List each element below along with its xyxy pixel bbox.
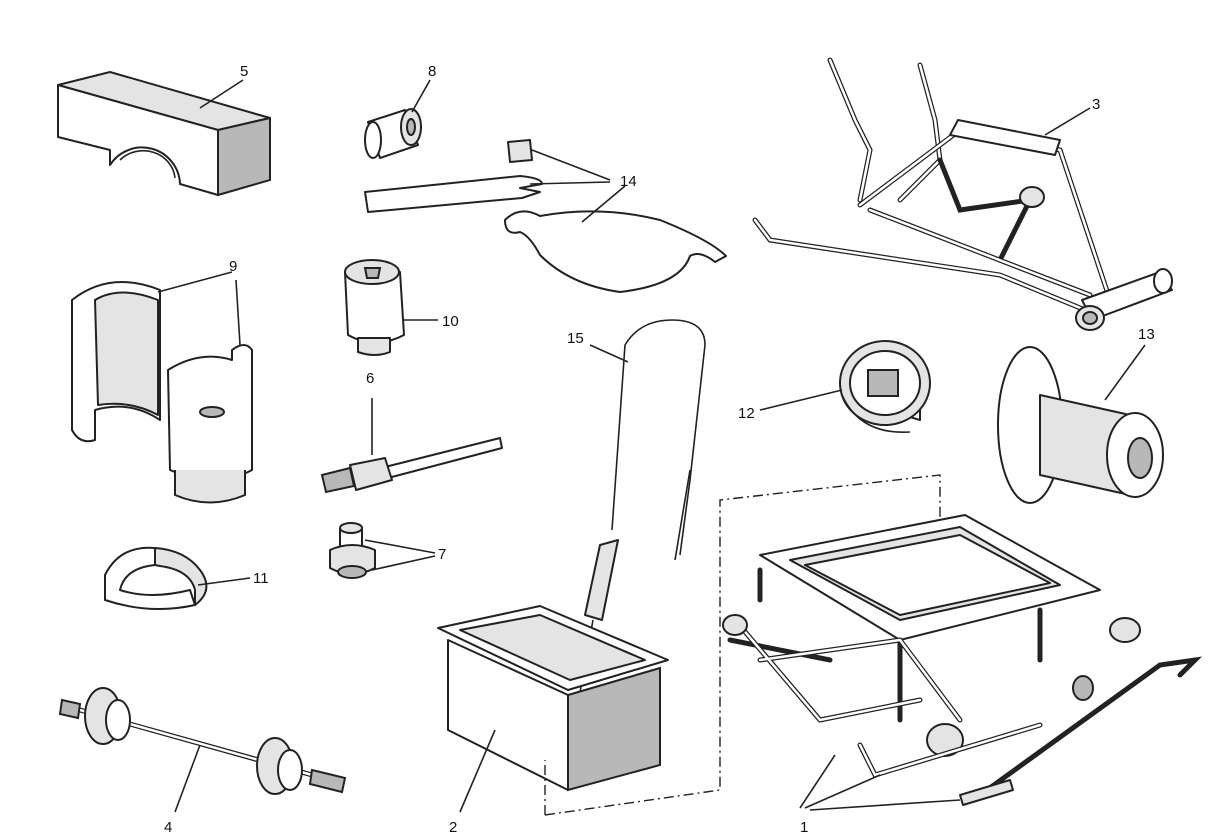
- callout-15: 15: [567, 330, 584, 347]
- callout-12: 12: [738, 405, 755, 422]
- callout-4: 4: [164, 819, 172, 836]
- part-11-ring: [104, 546, 251, 610]
- part-6-shaft: [320, 398, 503, 494]
- callout-3: 3: [1092, 96, 1100, 113]
- part-5-block: [57, 71, 271, 197]
- callout-2: 2: [449, 819, 457, 836]
- part-7-plug: [329, 522, 436, 579]
- callout-10: 10: [442, 313, 459, 330]
- part-8-sleeve: [364, 79, 431, 159]
- part-12-socket: [759, 340, 931, 433]
- callout-14: 14: [620, 173, 637, 190]
- callout-9: 9: [229, 258, 237, 275]
- part-1-lift: [722, 514, 1203, 811]
- part-4-axle-tool: [58, 687, 347, 813]
- callout-11: 11: [253, 570, 269, 587]
- callout-13: 13: [1138, 326, 1155, 343]
- part-13-flanged-sleeve: [997, 344, 1164, 504]
- part-2-tray: [437, 605, 669, 813]
- part-14-spanner-set: [364, 139, 727, 293]
- callout-6: 6: [366, 370, 374, 387]
- part-10-socket: [344, 259, 438, 356]
- callout-1: 1: [800, 819, 808, 836]
- callout-5: 5: [240, 63, 248, 80]
- part-3-stand: [752, 57, 1173, 331]
- callout-8: 8: [428, 63, 436, 80]
- group-outline: [544, 474, 941, 816]
- callout-7: 7: [438, 546, 446, 563]
- part-9-half-shells: [71, 271, 253, 504]
